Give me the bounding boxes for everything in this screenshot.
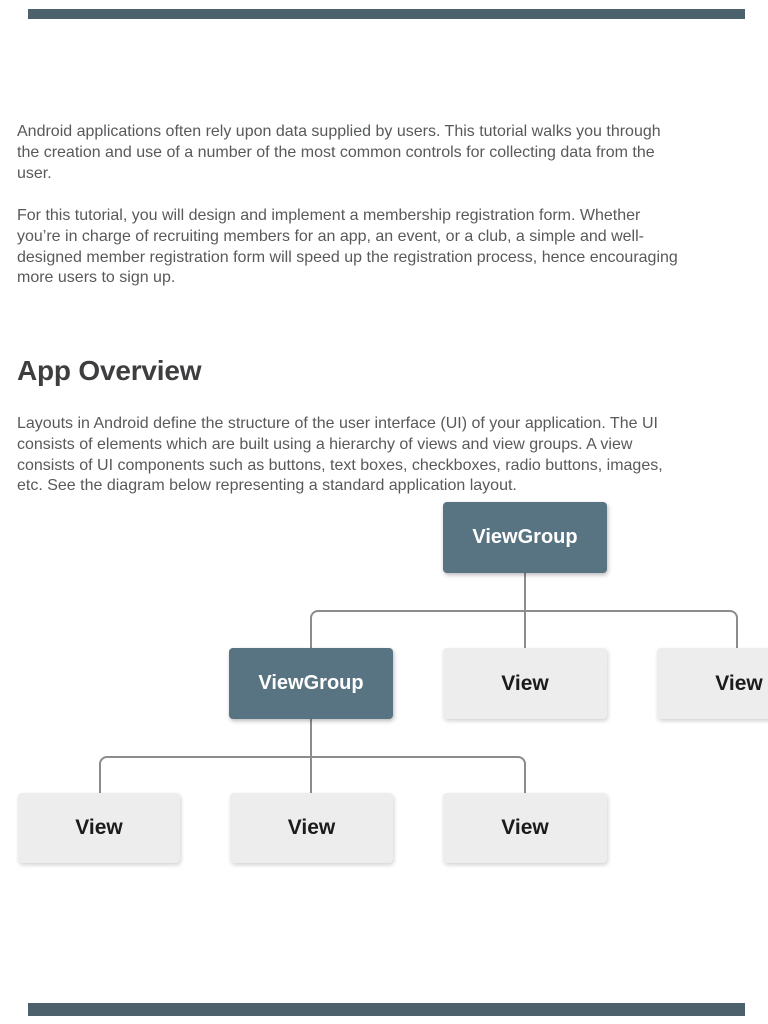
connector-level2-bracket xyxy=(310,610,738,650)
view-node-level3-right: View xyxy=(443,793,607,863)
view-node-level3-left: View xyxy=(18,793,180,863)
view-node-level2-right: View xyxy=(657,648,768,719)
tutorial-paragraph: For this tutorial, you will design and i… xyxy=(17,207,678,287)
view-node-level2-center: View xyxy=(443,648,607,719)
intro-paragraph: Android applications often rely upon dat… xyxy=(17,123,661,182)
connector-level3-bracket xyxy=(99,756,526,795)
layouts-paragraph: Layouts in Android define the structure … xyxy=(17,415,663,495)
section-heading-app-overview: App Overview xyxy=(17,354,202,386)
view-hierarchy-diagram: ViewGroup ViewGroup View View View View … xyxy=(0,502,768,872)
viewgroup-root-node: ViewGroup xyxy=(443,502,607,573)
adjacent-page-edge-top xyxy=(28,9,745,19)
adjacent-page-edge-bottom xyxy=(28,1003,745,1016)
view-node-level3-center: View xyxy=(230,793,393,863)
viewgroup-child-node: ViewGroup xyxy=(229,648,393,719)
